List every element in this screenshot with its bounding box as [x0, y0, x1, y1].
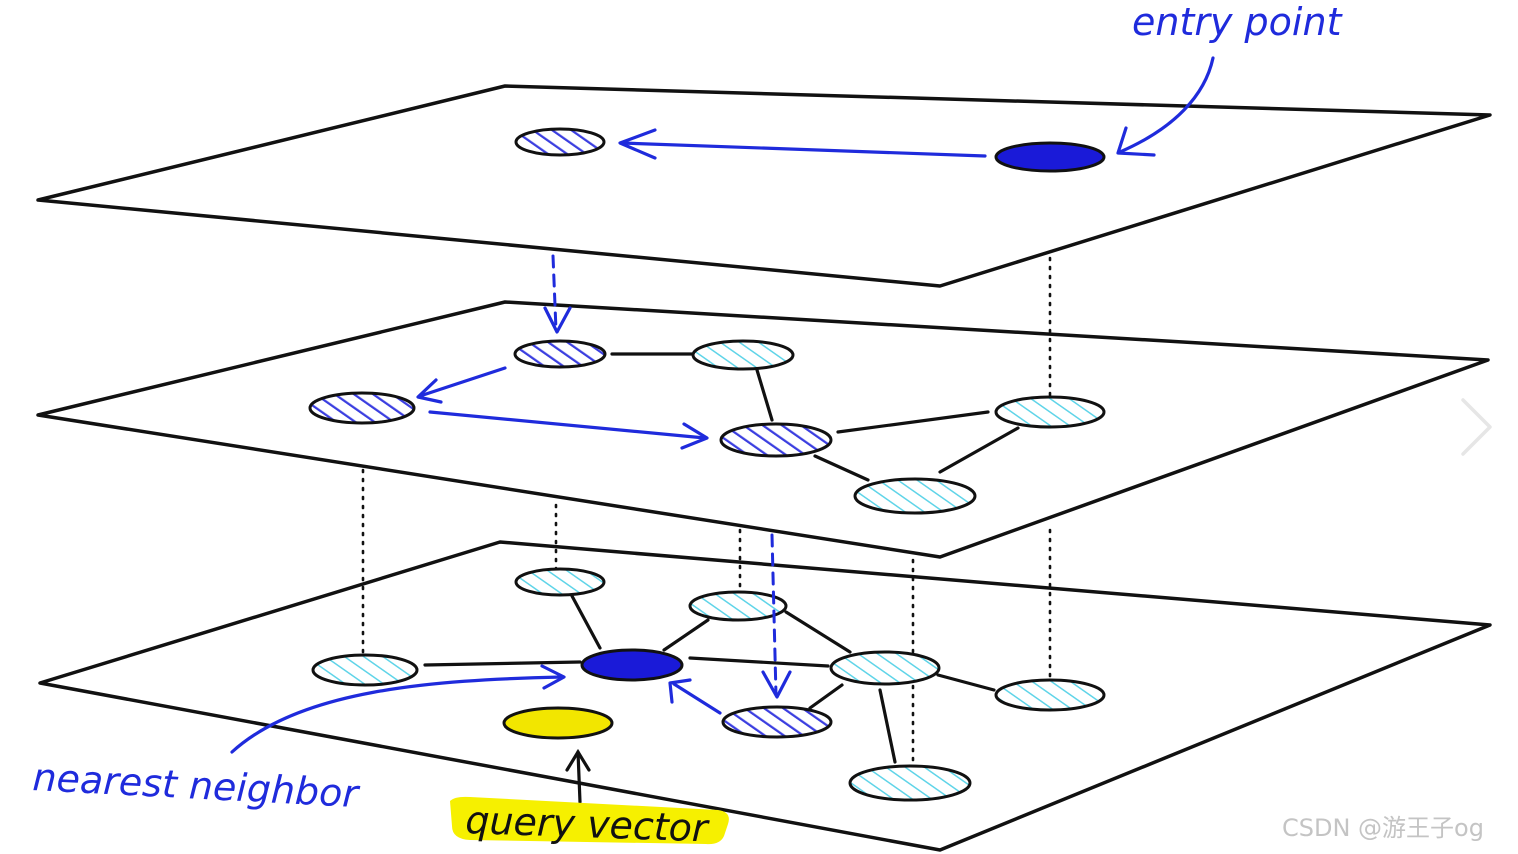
- arrow-head: [416, 378, 443, 404]
- graph-edge: [936, 673, 996, 692]
- entry-point-arrow: [1118, 56, 1215, 154]
- node-b2: [688, 590, 788, 622]
- node-m4: [719, 422, 833, 458]
- node-b6: [994, 678, 1106, 712]
- arrow-head: [761, 670, 792, 699]
- graph-edge: [688, 656, 830, 668]
- bottom-plane: [38, 540, 1492, 852]
- graph-edge: [813, 454, 870, 482]
- top-plane: [36, 84, 1492, 288]
- graph-edge: [662, 618, 710, 652]
- arrow-head: [565, 748, 591, 772]
- entry-point-label: entry point: [1132, 0, 1344, 44]
- watermark: CSDN @游王子og: [1282, 814, 1484, 842]
- descent-top-to-middle: [551, 254, 558, 332]
- node-t1: [514, 127, 606, 157]
- search-path-m1-m3: [418, 366, 507, 398]
- node-b5: [829, 650, 941, 686]
- node-m5: [994, 395, 1106, 429]
- arrow-head: [1116, 126, 1156, 157]
- layer-middle: [36, 256, 1490, 559]
- node-m2: [691, 339, 795, 371]
- graph-edge: [755, 368, 774, 422]
- node-nearest-neighbor: [580, 648, 684, 682]
- node-entry-point: [994, 141, 1106, 173]
- search-path-to-nearest: [672, 682, 722, 715]
- nearest-neighbor-arrow: [230, 675, 564, 754]
- graph-edge: [808, 683, 844, 710]
- node-m3: [308, 391, 416, 425]
- arrow-head: [680, 422, 709, 450]
- search-path-top: [620, 141, 987, 158]
- arrow-head: [618, 128, 657, 160]
- query-label-highlight: [450, 796, 729, 845]
- search-path-m3-m4: [428, 410, 707, 440]
- layer-top: [36, 84, 1492, 288]
- arrow-head: [543, 306, 572, 334]
- graph-edge: [938, 426, 1020, 474]
- layer-bottom: [38, 468, 1492, 852]
- node-query-vector: [502, 706, 614, 740]
- graph-edge: [878, 688, 897, 764]
- node-b1: [514, 567, 606, 597]
- query-vector-label: query vector: [465, 798, 711, 851]
- node-b7: [721, 705, 833, 739]
- node-m6: [853, 477, 977, 515]
- arrow-head: [540, 664, 566, 690]
- graph-edge: [423, 660, 582, 667]
- arrow-head: [668, 678, 692, 704]
- query-vector-arrow: [576, 750, 582, 804]
- graph-edge: [836, 410, 990, 434]
- node-b8: [848, 764, 972, 802]
- node-m1: [513, 339, 607, 369]
- graph-edge: [570, 594, 602, 650]
- nearest-neighbor-label: nearest neighbor: [32, 755, 362, 816]
- descent-middle-to-bottom: [770, 533, 778, 697]
- graph-edge: [784, 610, 852, 654]
- node-b3: [311, 653, 419, 687]
- chevron-right-icon[interactable]: [1461, 398, 1492, 456]
